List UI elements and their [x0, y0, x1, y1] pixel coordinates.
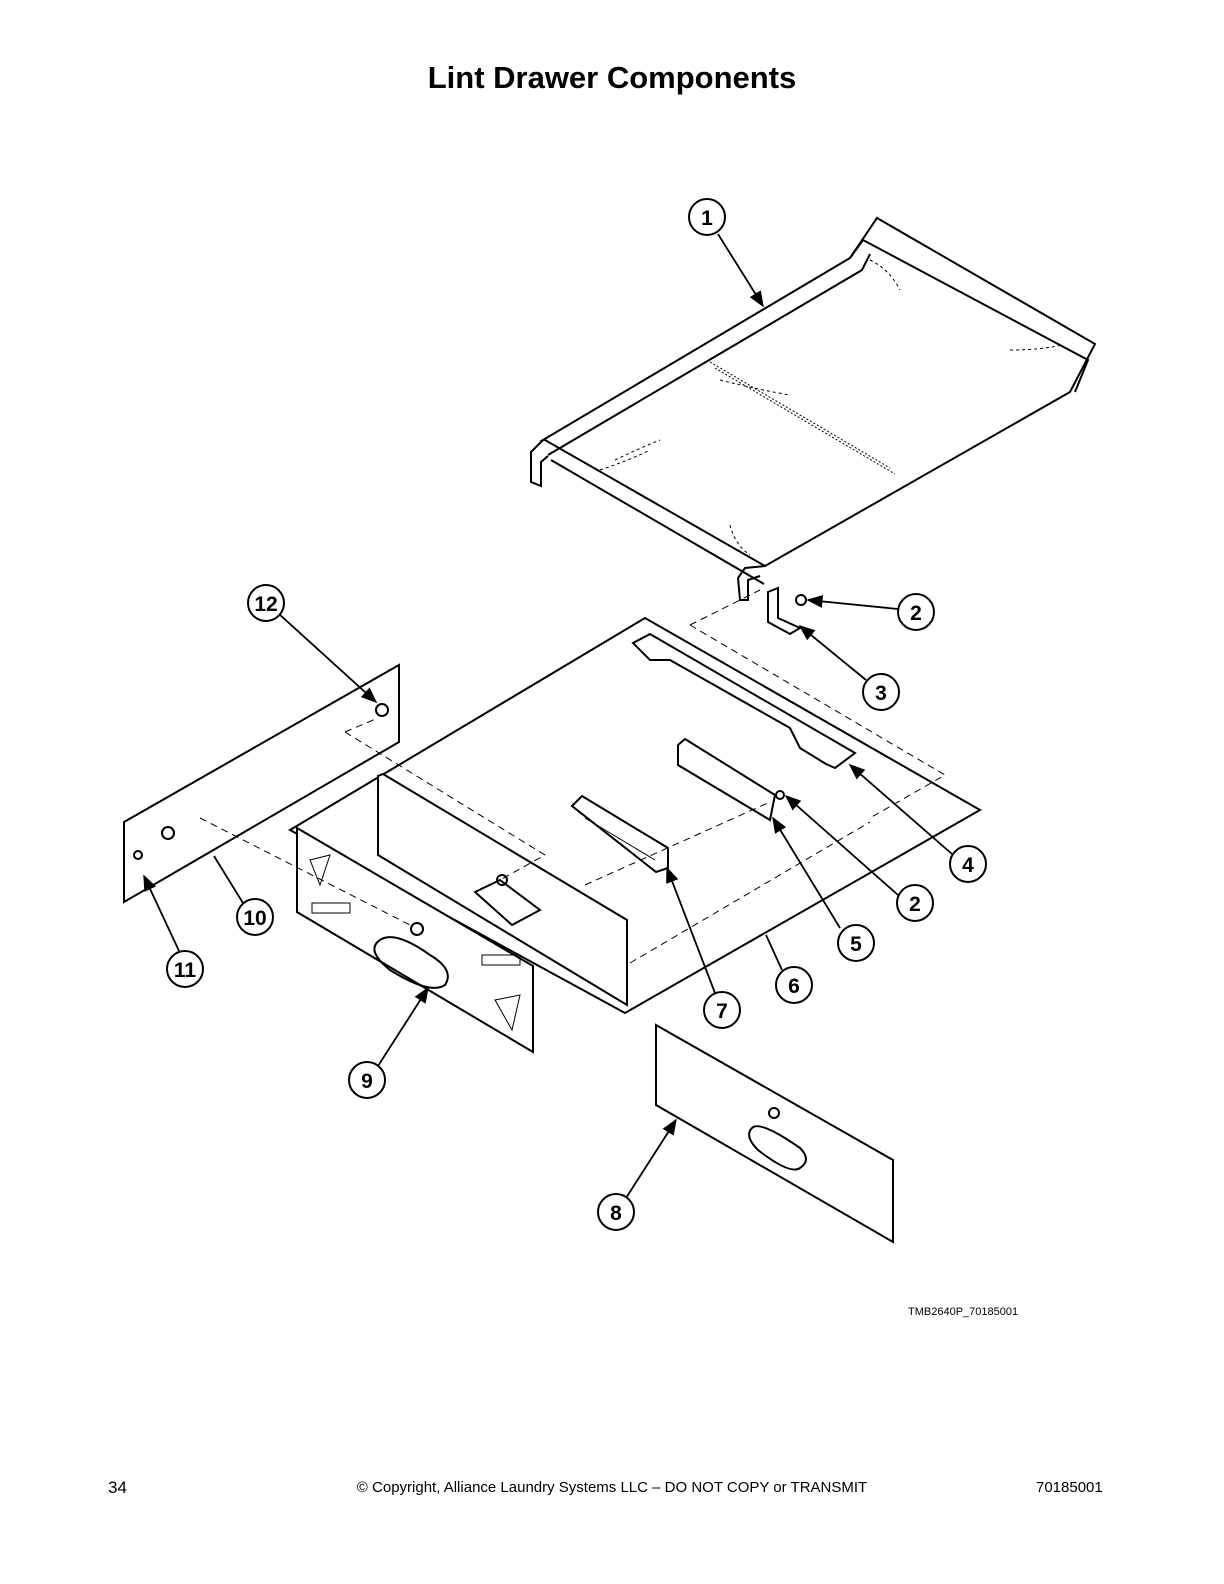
svg-text:10: 10 [243, 907, 266, 930]
page-number: 34 [108, 1478, 127, 1497]
leader-2a [806, 595, 899, 610]
leader-11 [143, 874, 181, 954]
leader-12 [278, 613, 378, 704]
svg-text:9: 9 [361, 1070, 373, 1093]
svg-text:12: 12 [254, 593, 277, 616]
svg-text:3: 3 [875, 682, 887, 705]
svg-text:8: 8 [610, 1202, 622, 1225]
drawer-front-decal-panel [296, 826, 534, 1054]
drawer-bottom-panel [287, 616, 983, 1015]
callout-2a: 2 [897, 593, 935, 631]
leader-4 [848, 763, 953, 855]
callout-4: 4 [949, 845, 987, 883]
lint-screen-tray [530, 216, 1097, 601]
drawer-handle [570, 794, 669, 874]
callout-leaders [143, 233, 953, 1199]
drawer-front-outer-panel [655, 1023, 894, 1244]
leader-3 [798, 624, 867, 681]
callout-5: 5 [837, 924, 875, 962]
leader-8 [625, 1118, 677, 1199]
callout-8: 8 [597, 1193, 635, 1231]
svg-text:7: 7 [716, 1000, 728, 1023]
callout-7: 7 [703, 991, 741, 1029]
callout-2b: 2 [896, 884, 934, 922]
document-number: 70185001 [1036, 1479, 1103, 1496]
leader-9 [377, 986, 429, 1067]
callout-10: 10 [236, 898, 274, 936]
svg-text:2: 2 [910, 602, 922, 625]
callout-9: 9 [348, 1061, 386, 1099]
leader-2b [784, 794, 899, 896]
callout-3: 3 [862, 673, 900, 711]
callout-11: 11 [166, 950, 204, 988]
svg-text:4: 4 [962, 854, 974, 877]
drawer-front-inner-panel [377, 772, 628, 1007]
leader-6 [765, 934, 783, 971]
drawer-side-panel [123, 663, 400, 904]
svg-text:5: 5 [850, 933, 862, 956]
leader-5 [772, 816, 841, 929]
copyright-notice: © Copyright, Alliance Laundry Systems LL… [356, 1479, 868, 1496]
page-title: Lint Drawer Components [427, 60, 797, 95]
svg-text:6: 6 [788, 975, 800, 998]
callout-1: 1 [688, 198, 726, 236]
svg-text:2: 2 [909, 893, 921, 916]
leader-1 [717, 233, 764, 308]
rear-rail [631, 632, 857, 770]
leader-7 [666, 866, 716, 994]
callout-12: 12 [247, 584, 285, 622]
svg-text:1: 1 [701, 207, 713, 230]
figure-code: TMB2640P_70185001 [908, 1306, 1019, 1318]
svg-text:11: 11 [174, 959, 197, 982]
leader-10 [213, 855, 244, 904]
side-plate [677, 737, 785, 822]
callout-6: 6 [775, 966, 813, 1004]
callouts: 1 2 3 12 4 2 5 10 [166, 198, 987, 1231]
